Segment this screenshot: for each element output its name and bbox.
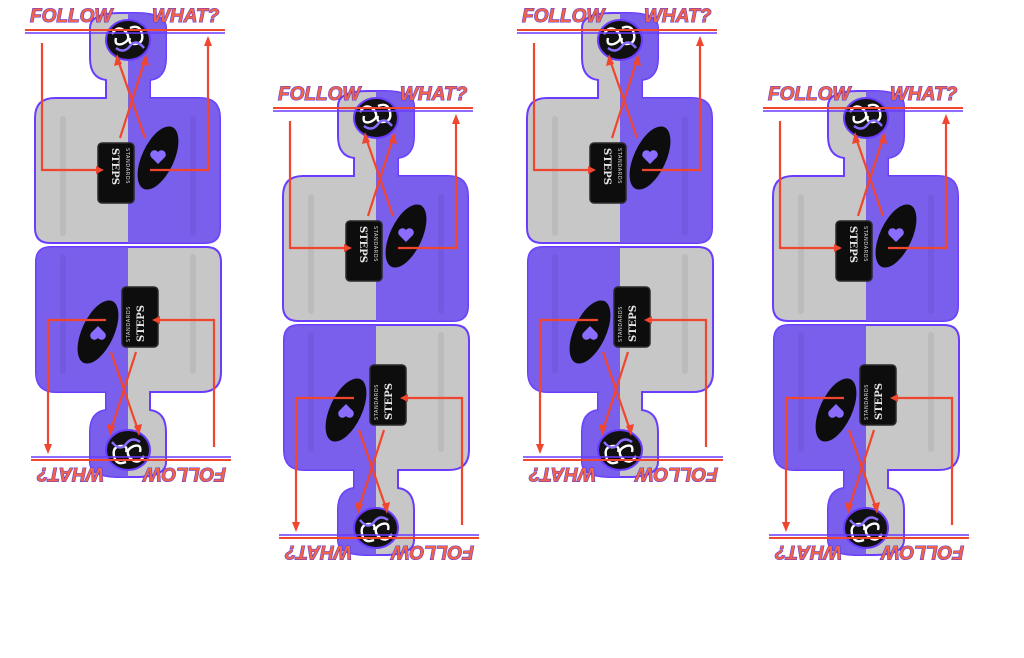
steps-label: STEPS [109, 148, 120, 185]
heart-oval [875, 204, 917, 268]
heart-oval [629, 126, 671, 190]
arrow-icon [536, 316, 652, 454]
tribal-swirl-icon [843, 97, 889, 139]
figure-top: STEPS STANDARDS [25, 5, 225, 244]
what-label: WHAT? [284, 541, 352, 562]
steps-label: STEPS [847, 226, 858, 263]
figure-bottom: STEPS STANDARDS [523, 246, 723, 485]
figure-top: STEPS STANDARDS [517, 5, 717, 244]
flow-arrows [46, 318, 216, 447]
heart-icon [150, 150, 166, 164]
what-label: WHAT? [644, 6, 712, 27]
arrow-icon [292, 394, 408, 532]
flow-arrows [784, 396, 954, 525]
tribal-swirl-icon [105, 429, 151, 471]
heart-icon [582, 326, 598, 340]
what-label: WHAT? [36, 463, 104, 484]
arrow-icon [44, 316, 160, 454]
steps-label: STEPS [628, 305, 639, 342]
arrow-icon [782, 394, 898, 532]
what-label: WHAT? [400, 84, 468, 105]
heart-oval [77, 300, 119, 364]
heart-oval [137, 126, 179, 190]
what-label: WHAT? [528, 463, 596, 484]
what-label: WHAT? [890, 84, 958, 105]
heart-icon [338, 404, 354, 418]
follow-label: FOLLOW [278, 84, 362, 105]
follow-label: FOLLOW [142, 463, 226, 484]
heart-oval [569, 300, 611, 364]
flow-arrows [532, 43, 702, 172]
steps-device: STEPS STANDARDS [835, 220, 873, 282]
standards-label: STANDARDS [616, 148, 622, 184]
steps-device: STEPS STANDARDS [345, 220, 383, 282]
follow-label: FOLLOW [634, 463, 718, 484]
flow-arrows [538, 318, 708, 447]
what-label: WHAT? [152, 6, 220, 27]
what-label: WHAT? [774, 541, 842, 562]
follow-label: FOLLOW [768, 84, 852, 105]
steps-label: STEPS [874, 383, 885, 420]
steps-device: STEPS STANDARDS [369, 364, 407, 426]
figure-panel-2: STEPS STANDARDS [248, 76, 504, 658]
follow-label: FOLLOW [522, 6, 606, 27]
heart-icon [398, 228, 414, 242]
heart-icon [642, 150, 658, 164]
tribal-swirl-icon [105, 19, 151, 61]
heart-oval [325, 378, 367, 442]
tribal-swirl-icon [597, 19, 643, 61]
tribal-swirl-icon [843, 507, 889, 549]
flow-arrows [778, 121, 948, 250]
arrow-icon [96, 36, 212, 174]
steps-label: STEPS [384, 383, 395, 420]
arrow-icon [588, 36, 704, 174]
steps-label: STEPS [357, 226, 368, 263]
figure-top: STEPS STANDARDS [273, 83, 473, 322]
heart-icon [828, 404, 844, 418]
follow-label: FOLLOW [880, 541, 964, 562]
flow-arrows [40, 43, 210, 172]
heart-icon [90, 326, 106, 340]
figure-panel-1: STEPS STANDARDS [0, 0, 256, 580]
figure-bottom: STEPS STANDARDS [769, 324, 969, 563]
steps-device: STEPS STANDARDS [859, 364, 897, 426]
steps-device: STEPS STANDARDS [121, 286, 159, 348]
figure-top: STEPS STANDARDS [763, 83, 963, 322]
heart-oval [385, 204, 427, 268]
steps-label: STEPS [601, 148, 612, 185]
arrow-icon [344, 114, 460, 252]
standards-label: STANDARDS [374, 384, 380, 420]
standards-label: STANDARDS [864, 384, 870, 420]
figure-bottom: STEPS STANDARDS [31, 246, 231, 485]
flow-arrows [288, 121, 458, 250]
follow-label: FOLLOW [390, 541, 474, 562]
heart-icon [888, 228, 904, 242]
steps-device: STEPS STANDARDS [613, 286, 651, 348]
tribal-swirl-icon [353, 97, 399, 139]
figure-panel-4: STEPS STANDARDS [738, 76, 994, 658]
tribal-swirl-icon [353, 507, 399, 549]
follow-label: FOLLOW [30, 6, 114, 27]
heart-oval [815, 378, 857, 442]
steps-label: STEPS [136, 305, 147, 342]
tribal-swirl-icon [597, 429, 643, 471]
standards-label: STANDARDS [372, 226, 378, 262]
flow-arrows [294, 396, 464, 525]
steps-device: STEPS STANDARDS [589, 142, 627, 204]
standards-label: STANDARDS [124, 148, 130, 184]
standards-label: STANDARDS [862, 226, 868, 262]
steps-device: STEPS STANDARDS [97, 142, 135, 204]
figure-panel-3: STEPS STANDARDS [492, 0, 748, 580]
standards-label: STANDARDS [126, 306, 132, 342]
standards-label: STANDARDS [618, 306, 624, 342]
arrow-icon [834, 114, 950, 252]
figure-bottom: STEPS STANDARDS [279, 324, 479, 563]
